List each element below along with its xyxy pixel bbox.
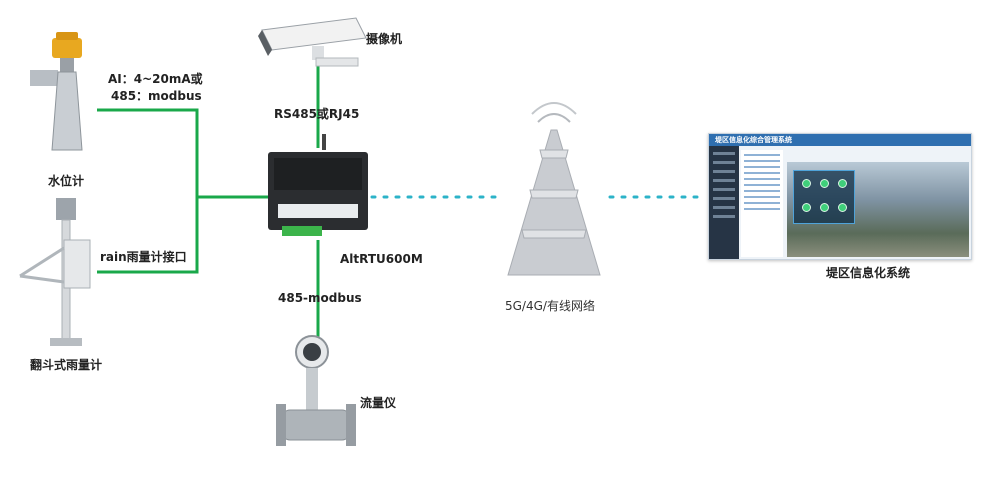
screen-title: 堤区信息化综合管理系统 [709, 134, 971, 146]
camera-icon [258, 17, 367, 67]
flowmeter-icon [276, 335, 356, 446]
label-rs485-rj45: RS485或RJ45 [274, 107, 360, 121]
label-ai-line1: AI：4~20mA或 [108, 72, 203, 86]
rtu-device-icon [268, 134, 368, 236]
label-water-level: 水位计 [48, 174, 85, 188]
label-tipping-rain: 翻斗式雨量计 [30, 358, 103, 372]
tower-icon [507, 102, 601, 276]
water-level-gauge-icon [30, 32, 83, 151]
wired-connections [97, 66, 320, 342]
label-camera: 摄像机 [366, 32, 403, 46]
screen-sidebar [709, 146, 739, 259]
screen-control-panel [793, 170, 855, 224]
label-system: 堤区信息化系统 [826, 266, 911, 280]
screen-tree-panel [741, 150, 783, 257]
label-rtu: AltRTU600M [340, 252, 423, 266]
label-ai-line2: 485：modbus [111, 89, 202, 103]
wire-water-level [97, 108, 199, 197]
tipping-rain-gauge-icon [19, 198, 91, 346]
system-screen: 堤区信息化综合管理系统 [708, 133, 972, 260]
label-modbus: 485-modbus [278, 291, 362, 305]
wire-rain-gauge [97, 197, 199, 274]
label-network: 5G/4G/有线网络 [505, 299, 595, 313]
label-rain-interface: rain雨量计接口 [100, 250, 187, 264]
label-flowmeter: 流量仪 [360, 396, 397, 410]
